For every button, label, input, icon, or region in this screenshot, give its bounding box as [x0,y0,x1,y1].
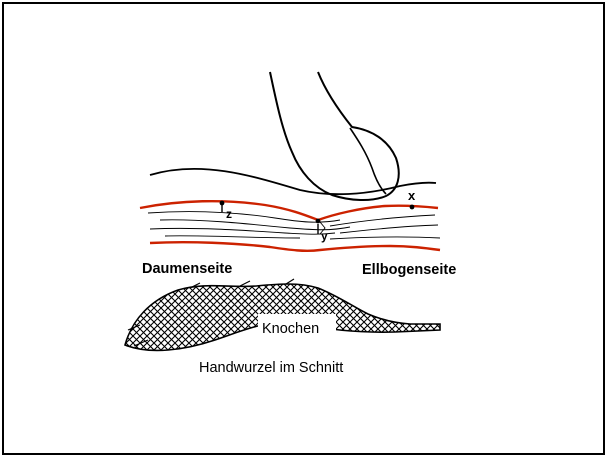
marker-z-label: z [226,207,232,221]
marker-y-label: y [321,229,328,243]
thumb-side-label: Daumenseite [142,261,232,277]
marker-x-label: x [408,188,416,203]
diagram-caption: Handwurzel im Schnitt [199,360,343,376]
tissue-fibers [148,212,440,239]
fingertip-illustration [270,72,399,200]
bone-label: Knochen [262,321,319,337]
elbow-side-label: Ellbogenseite [362,262,456,278]
bone-illustration [125,279,440,350]
tissue-boundaries [140,201,440,251]
